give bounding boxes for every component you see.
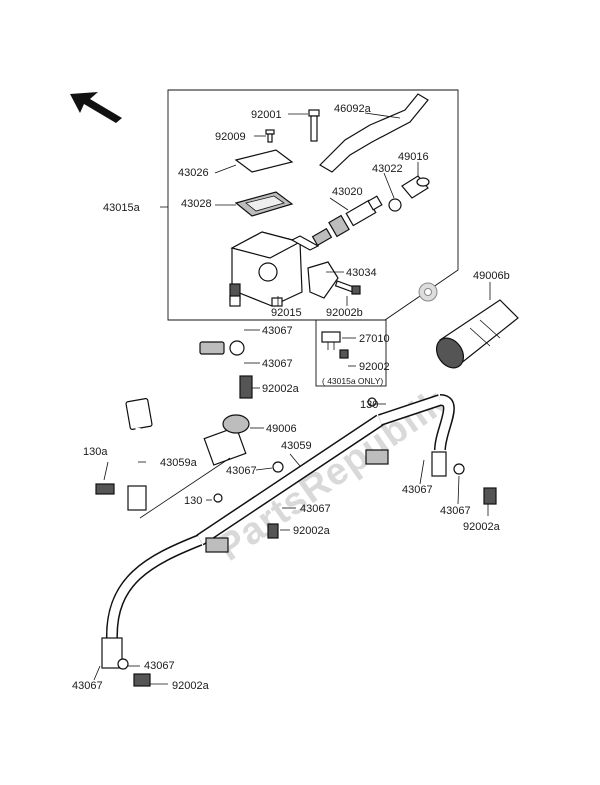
- label-92015: 92015: [271, 307, 302, 319]
- leader-lines: [93, 112, 491, 685]
- master-cylinder-boot: [435, 299, 519, 369]
- label-92002b: 92002b: [326, 307, 363, 319]
- dust-boot: [401, 175, 430, 199]
- front-direction-arrow-icon: [70, 92, 122, 123]
- right-brake-hose: [431, 394, 455, 477]
- label-27010: 27010: [359, 333, 390, 345]
- label-43034: 43034: [346, 267, 377, 279]
- label-43028: 43028: [181, 198, 212, 210]
- label-92002a-a: 92002a: [262, 383, 300, 395]
- brake-light-switch: [321, 331, 341, 350]
- label-92002: 92002: [359, 361, 390, 373]
- nut: [271, 297, 283, 307]
- label-130-b: 130: [184, 495, 202, 507]
- master-cylinder-body: [229, 231, 303, 307]
- part-labels: 92001 46092a 92009 43022 49016 43026 430…: [72, 103, 510, 692]
- label-43067-g: 43067: [144, 660, 175, 672]
- circlip: [388, 198, 402, 212]
- piston-kit: [290, 195, 383, 251]
- label-49006: 49006: [266, 423, 297, 435]
- label-92001: 92001: [251, 109, 282, 121]
- label-130a: 130a: [83, 446, 108, 458]
- upper-brake-hose: [125, 341, 225, 511]
- label-92002a-b: 92002a: [293, 525, 331, 537]
- label-43015a: 43015a: [103, 202, 141, 214]
- handlebar-clamp: [307, 261, 339, 299]
- label-43026: 43026: [178, 167, 209, 179]
- label-92002a-c: 92002a: [463, 521, 501, 533]
- label-43067-a: 43067: [262, 325, 293, 337]
- label-46092a: 46092a: [334, 103, 372, 115]
- cap-screw: [265, 129, 275, 143]
- label-49016: 49016: [398, 151, 429, 163]
- label-43067-f: 43067: [440, 505, 471, 517]
- label-49006b: 49006b: [473, 270, 510, 282]
- label-43020: 43020: [332, 186, 363, 198]
- label-43067-d: 43067: [402, 484, 433, 496]
- lever-pivot-bolt: [308, 109, 320, 142]
- banjo-fitting: [229, 340, 245, 356]
- brake-lever: [319, 93, 429, 173]
- switch-screw: [339, 349, 349, 359]
- brake-pipe: [196, 394, 442, 546]
- label-43059a: 43059a: [160, 457, 198, 469]
- label-43067-h: 43067: [72, 680, 103, 692]
- label-92002a-d: 92002a: [172, 680, 210, 692]
- label-43067-b: 43067: [262, 358, 293, 370]
- banjo-bolts: [95, 375, 497, 687]
- clamp-bracket-lower: [205, 537, 229, 553]
- label-92009: 92009: [215, 131, 246, 143]
- note-43015a-only: ( 43015a ONLY): [322, 376, 383, 386]
- clamp-bracket: [365, 449, 389, 465]
- clamp-bolt: [334, 280, 361, 295]
- label-43067-e: 43067: [300, 503, 331, 515]
- lower-brake-hose: [101, 534, 203, 669]
- label-43022: 43022: [372, 163, 403, 175]
- label-43067-c: 43067: [226, 465, 257, 477]
- label-130-a: 130: [360, 399, 378, 411]
- hose-joint: [203, 414, 250, 466]
- gear-icon: [418, 282, 438, 302]
- label-43059: 43059: [281, 440, 312, 452]
- reservoir-cap: [234, 149, 294, 173]
- sub-assembly-frame: [315, 319, 387, 387]
